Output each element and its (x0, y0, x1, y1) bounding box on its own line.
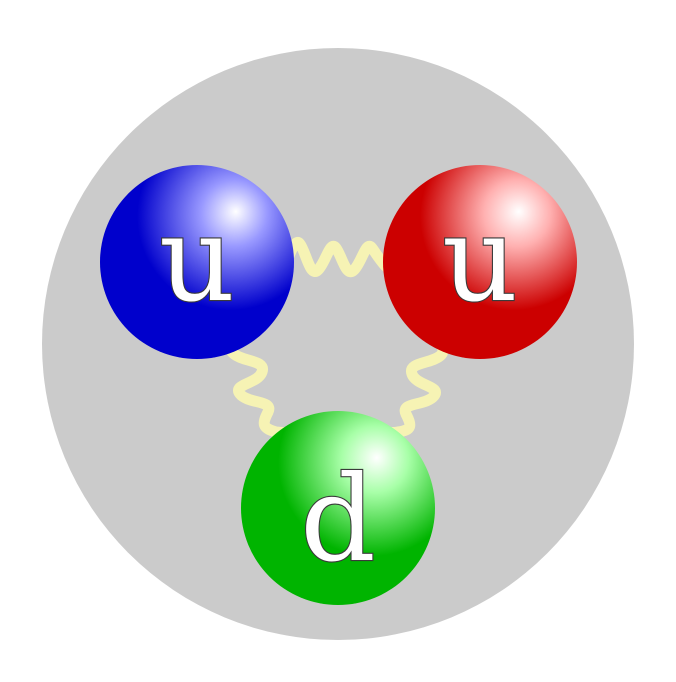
quark-label: u (159, 190, 235, 328)
quark-label: d (300, 450, 376, 588)
quark-up-red: u (383, 165, 577, 359)
quark-label: u (442, 190, 518, 328)
gluon-link-up-up (274, 237, 404, 282)
quark-sphere (383, 165, 577, 359)
quark-sphere (241, 411, 435, 605)
quark-down-green: d (241, 411, 435, 605)
quark-up-blue: u (100, 165, 294, 359)
quark-sphere (100, 165, 294, 359)
gluon-link-up-down-left (225, 316, 318, 438)
